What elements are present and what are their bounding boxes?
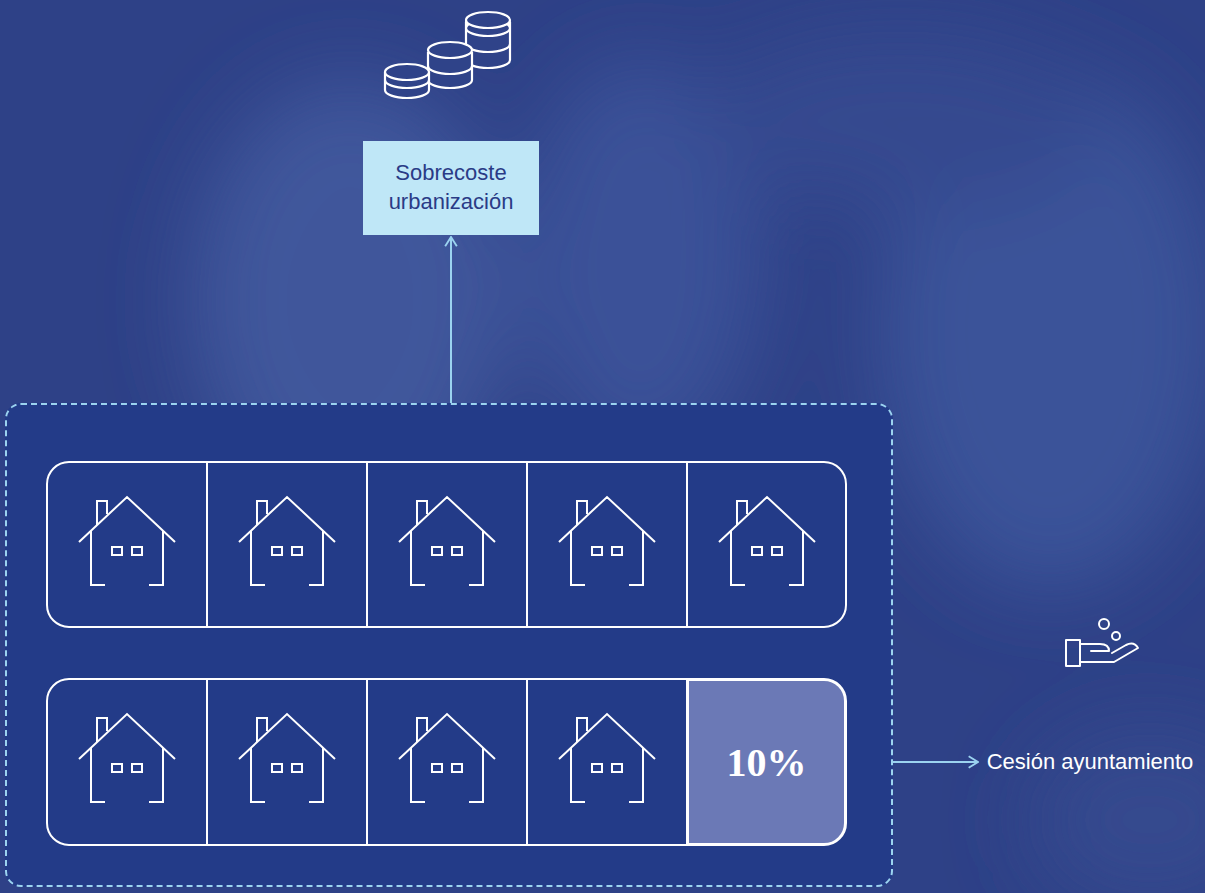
cost-box: Sobrecoste urbanización (363, 141, 539, 235)
house-icon (239, 714, 335, 802)
coins-icon (385, 12, 510, 98)
plot-container: 10% (5, 403, 893, 887)
house-icon (79, 497, 175, 585)
house-icon (719, 497, 815, 585)
node-text: 10% (727, 739, 807, 786)
node-text: Cesión ayuntamiento (984, 748, 1196, 777)
house-icon (239, 497, 335, 585)
house-icon (559, 497, 655, 585)
percentage-cell: 10% (687, 679, 846, 845)
arrow-connector (893, 761, 978, 763)
container-fill (5, 403, 893, 887)
house-icon (559, 714, 655, 802)
house-icon (399, 714, 495, 802)
hand-icon (1066, 619, 1138, 666)
house-icon (79, 714, 175, 802)
house-rows (47, 462, 846, 845)
transfer-label: Cesión ayuntamiento (980, 742, 1200, 783)
arrow-connector (450, 237, 452, 403)
node-text: Sobrecoste urbanización (379, 159, 523, 216)
house-icon (399, 497, 495, 585)
